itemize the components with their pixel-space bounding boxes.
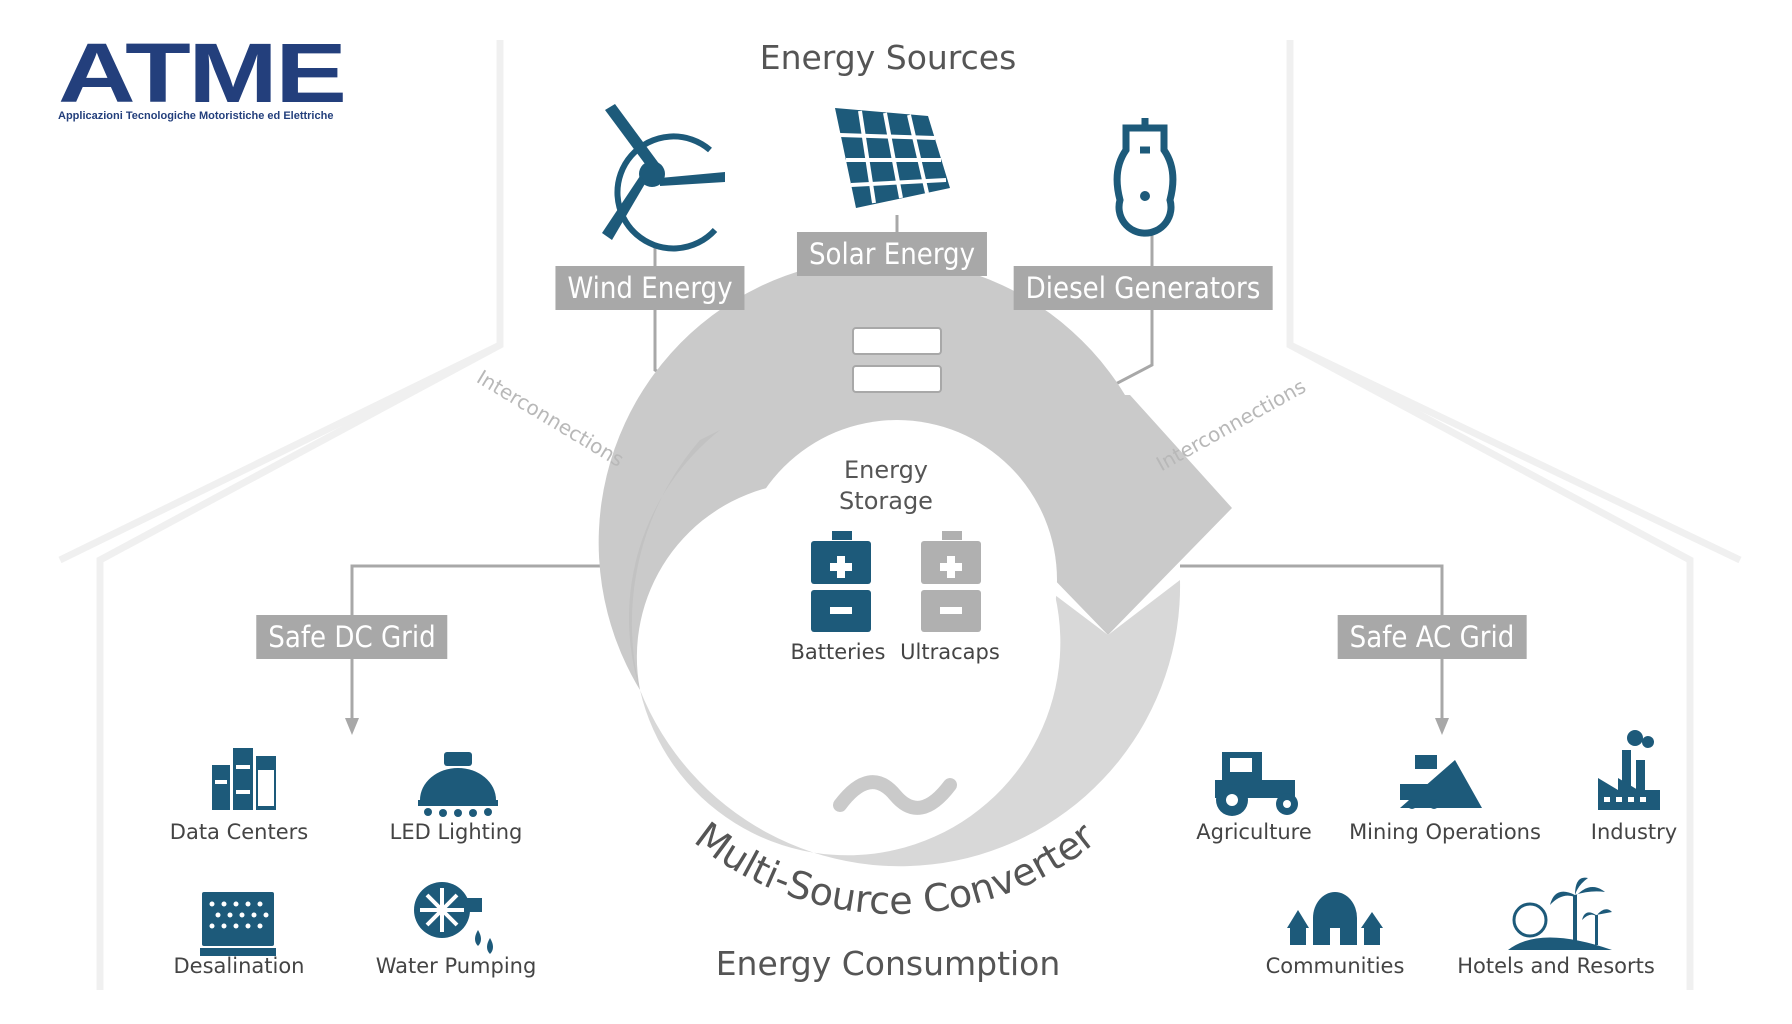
atme-logo: ATME Applicazioni Tecnologiche Motoristi… (58, 26, 358, 128)
communities-icon (1287, 892, 1383, 945)
tag-safe-ac-grid: Safe AC Grid (1337, 615, 1527, 659)
diesel-generator-icon (1113, 118, 1177, 237)
logo-name: ATME (58, 26, 347, 120)
label-mining-operations: Mining Operations (1349, 820, 1541, 844)
industry-icon (1598, 730, 1660, 810)
label-data-centers: Data Centers (169, 820, 309, 844)
storage-title-line2: Storage (839, 487, 933, 515)
tag-diesel-generators: Diesel Generators (1013, 266, 1273, 310)
ultracap-icon (921, 531, 981, 632)
logo-tagline: Applicazioni Tecnologiche Motoristiche e… (58, 110, 334, 122)
label-hotels-and-resorts: Hotels and Resorts (1457, 954, 1655, 978)
energy-sources-title: Energy Sources (759, 38, 1017, 77)
energy-consumption-title: Energy Consumption (715, 944, 1061, 983)
label-desalination: Desalination (173, 954, 305, 978)
desalination-icon (200, 892, 276, 956)
mining-icon (1400, 755, 1482, 809)
tag-safe-dc-grid: Safe DC Grid (256, 615, 448, 659)
battery-icon (811, 531, 871, 632)
data-center-icon (212, 748, 276, 810)
label-agriculture: Agriculture (1196, 820, 1312, 844)
tractor-icon (1215, 752, 1298, 816)
water-pumping-icon (414, 882, 493, 954)
label-ultracaps: Ultracaps (900, 640, 1000, 664)
tag-wind-energy: Wind Energy (555, 266, 745, 310)
label-industry: Industry (1590, 820, 1678, 844)
label-led-lighting: LED Lighting (389, 820, 523, 844)
solar-panel-icon (835, 108, 950, 208)
wind-turbine-icon (602, 104, 725, 252)
storage-title-line1: Energy (843, 456, 929, 484)
label-water-pumping: Water Pumping (375, 954, 537, 978)
led-lighting-icon (418, 752, 498, 817)
label-batteries: Batteries (790, 640, 886, 664)
resort-icon (1508, 877, 1612, 950)
tag-solar-energy: Solar Energy (796, 232, 988, 276)
label-communities: Communities (1265, 954, 1405, 978)
